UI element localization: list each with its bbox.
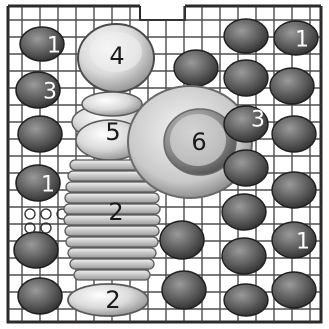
label-cups-left-top: 1: [47, 34, 61, 59]
label-glasses-right: 3: [251, 108, 265, 133]
label-large-plate: 6: [191, 128, 206, 156]
right-column-items: [222, 19, 318, 316]
label-cups-right-mid: 1: [296, 230, 310, 255]
label-bottom-dish: 2: [105, 286, 120, 314]
label-cups-right-top: 1: [295, 28, 309, 53]
label-glasses-left: 3: [43, 80, 57, 105]
left-clips: [25, 209, 67, 233]
label-cups-left-mid: 1: [41, 173, 55, 198]
label-bowl: 4: [109, 42, 124, 70]
label-cup-stack: 5: [105, 118, 120, 146]
label-plate-stack: 2: [108, 198, 123, 226]
